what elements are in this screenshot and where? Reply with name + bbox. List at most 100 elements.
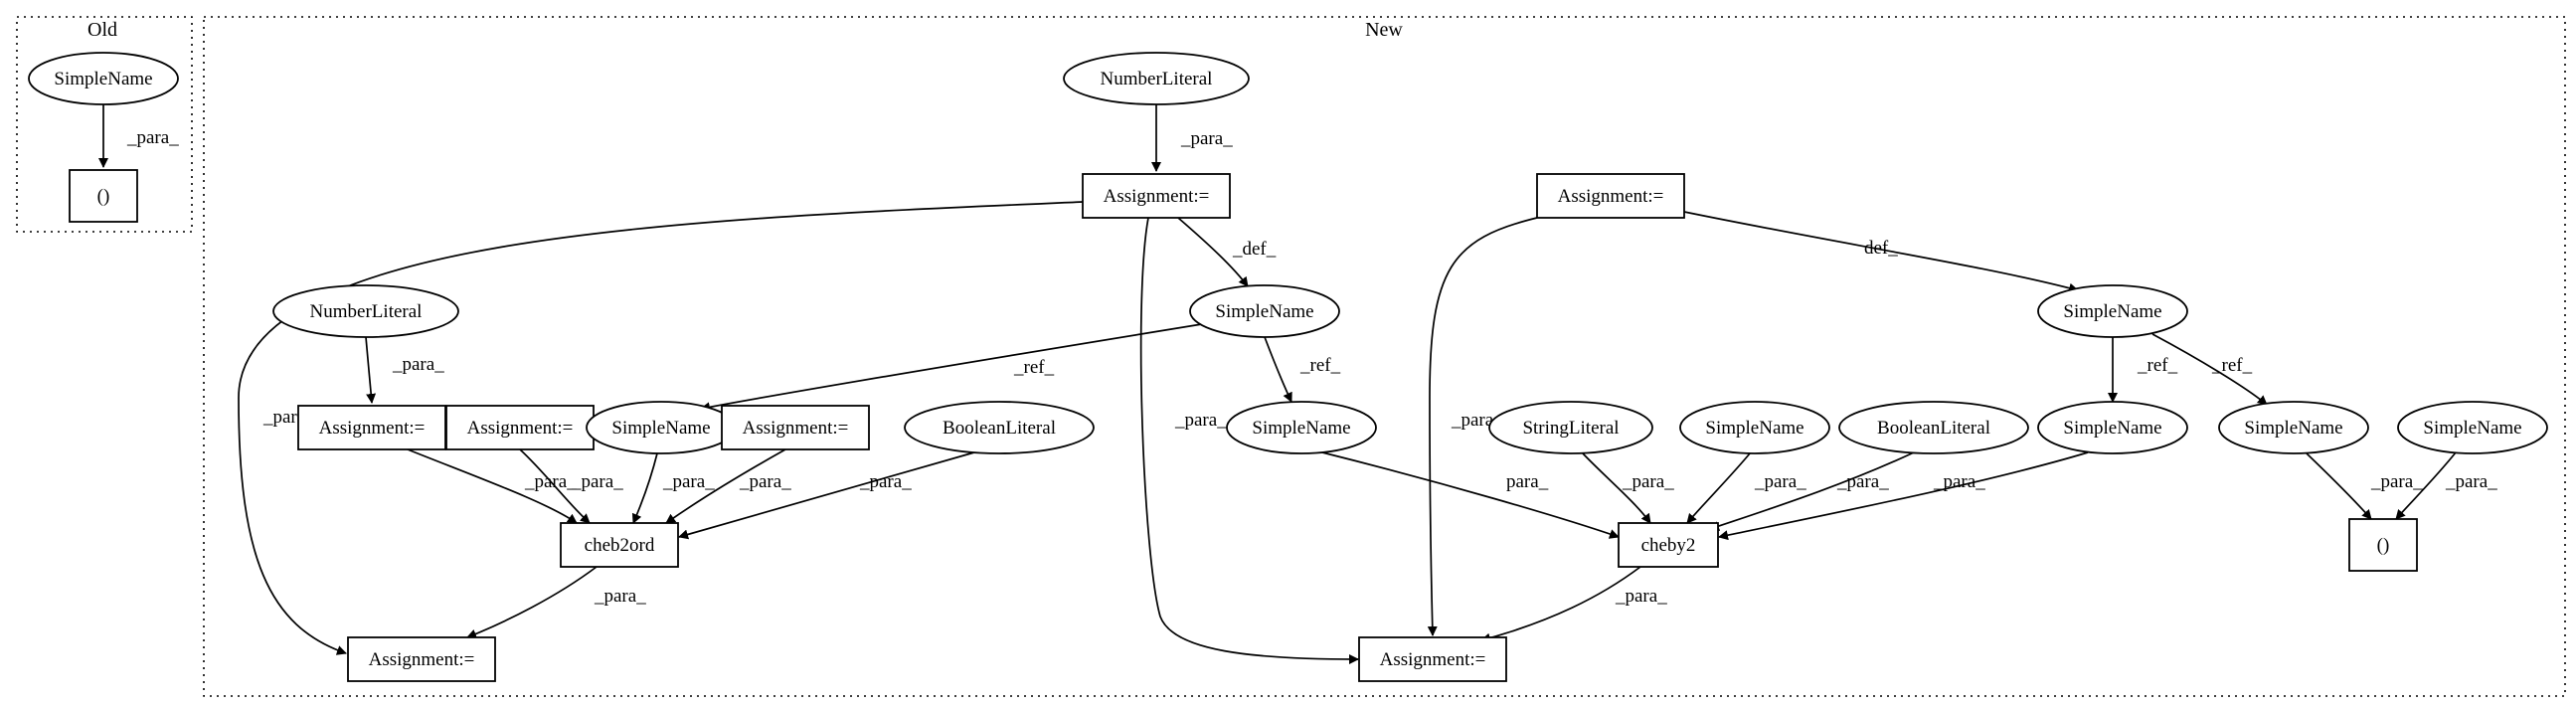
edge-label-cheb2ord-to-asg_bl: _para_ xyxy=(594,586,646,607)
node-bool1: BooleanLiteral xyxy=(904,401,1095,454)
edge-str1-to-cheby2 xyxy=(1582,452,1651,524)
node-label-n_paren: () xyxy=(2377,535,2390,556)
edge-sn_f-to-cheby2 xyxy=(1686,452,1751,524)
edge-label-bool2-to-cheby2: _para_ xyxy=(1836,471,1889,492)
edge-label-sn_c-to-cheb2ord: _para_ xyxy=(662,471,715,492)
edge-label-asg_b-to-cheb2ord: _para_ xyxy=(571,471,623,492)
node-o_sn: SimpleName xyxy=(28,52,179,105)
edge-cheby2-to-asg_bm xyxy=(1480,566,1641,643)
edge-asg_top-to-sn_mid xyxy=(1177,217,1249,287)
node-asg_bm: Assignment:= xyxy=(1358,636,1507,682)
node-shape-str1 xyxy=(1488,401,1653,454)
node-label-nl1: NumberLiteral xyxy=(1101,69,1213,89)
edge-label-sn_mid-to-sn_e: _ref_ xyxy=(1299,355,1341,376)
edge-sn_c-to-cheb2ord xyxy=(631,452,658,524)
edge-asg_b-to-cheb2ord xyxy=(519,448,591,524)
edge-cheb2ord-to-asg_bl xyxy=(466,566,598,639)
node-shape-o_sn xyxy=(28,52,179,105)
node-shape-cheby2 xyxy=(1618,522,1719,568)
node-sn_h: SimpleName xyxy=(2218,401,2369,454)
node-sn_i: SimpleName xyxy=(2397,401,2548,454)
edge-sn_h-to-n_paren xyxy=(2306,452,2372,520)
edge-asg_top-to-asg_bm xyxy=(1139,217,1359,664)
node-sn_mid: SimpleName xyxy=(1189,284,1340,338)
edge-asg_r-to-asg_bm xyxy=(1427,217,1538,636)
node-cheby2: cheby2 xyxy=(1618,522,1719,568)
edge-bool1-to-cheb2ord xyxy=(678,451,975,540)
node-shape-sn_g xyxy=(2037,401,2188,454)
node-shape-bool1 xyxy=(904,401,1095,454)
node-label-asg_b: Assignment:= xyxy=(467,418,574,439)
node-asg_top: Assignment:= xyxy=(1082,173,1231,219)
node-shape-asg_d xyxy=(721,405,870,450)
node-label-asg_d: Assignment:= xyxy=(743,418,849,439)
node-shape-asg_b xyxy=(445,405,595,450)
node-asg_a: Assignment:= xyxy=(297,405,446,450)
node-shape-sn_mid xyxy=(1189,284,1340,338)
node-shape-asg_r xyxy=(1536,173,1685,219)
edge-label-asg_d-to-cheb2ord: _para_ xyxy=(739,471,791,492)
node-label-asg_a: Assignment:= xyxy=(319,418,426,439)
node-shape-asg_bm xyxy=(1358,636,1507,682)
node-shape-sn_i xyxy=(2397,401,2548,454)
node-label-bool1: BooleanLiteral xyxy=(943,418,1056,439)
node-label-bool2: BooleanLiteral xyxy=(1877,418,1990,439)
edge-sn_i-to-n_paren xyxy=(2395,451,2457,520)
edge-label-asg_r-to-sn_right: def_ xyxy=(1864,238,1898,259)
node-label-cheby2: cheby2 xyxy=(1641,535,1696,556)
edge-label-cheby2-to-asg_bm: _para_ xyxy=(1615,586,1667,607)
edge-label-asg_top-to-asg_bm: _para_ xyxy=(1174,410,1227,431)
cluster-new xyxy=(203,16,2566,697)
node-shape-sn_e xyxy=(1226,401,1377,454)
node-shape-nl1 xyxy=(1063,52,1250,105)
edge-label-sn_e-to-cheby2: para_ xyxy=(1506,471,1549,492)
node-sn_f: SimpleName xyxy=(1679,401,1830,454)
node-str1: StringLiteral xyxy=(1488,401,1653,454)
edge-asg_a-to-cheb2ord xyxy=(407,448,578,524)
node-shape-asg_top xyxy=(1082,173,1231,219)
node-asg_r: Assignment:= xyxy=(1536,173,1685,219)
node-shape-cheb2ord xyxy=(560,522,679,568)
node-n_paren: () xyxy=(2348,518,2418,572)
edge-sn_mid-to-sn_c xyxy=(700,322,1209,413)
node-label-cheb2ord: cheb2ord xyxy=(585,535,655,556)
edge-label-nl1-to-asg_top: _para_ xyxy=(1180,128,1233,149)
node-label-sn_e: SimpleName xyxy=(1252,418,1350,439)
node-asg_b: Assignment:= xyxy=(445,405,595,450)
node-label-o_sn: SimpleName xyxy=(54,69,152,89)
node-shape-sn_h xyxy=(2218,401,2369,454)
node-bool2: BooleanLiteral xyxy=(1838,401,2029,454)
node-cheb2ord: cheb2ord xyxy=(560,522,679,568)
node-asg_bl: Assignment:= xyxy=(347,636,496,682)
edge-label-sn_i-to-n_paren: _para_ xyxy=(2445,471,2497,492)
node-shape-o_paren xyxy=(69,169,138,223)
node-asg_d: Assignment:= xyxy=(721,405,870,450)
node-shape-asg_bl xyxy=(347,636,496,682)
node-shape-n_paren xyxy=(2348,518,2418,572)
node-label-sn_right: SimpleName xyxy=(2063,301,2161,322)
node-shape-sn_right xyxy=(2037,284,2188,338)
node-sn_g: SimpleName xyxy=(2037,401,2188,454)
node-shape-asg_a xyxy=(297,405,446,450)
node-label-sn_h: SimpleName xyxy=(2244,418,2342,439)
node-label-o_paren: () xyxy=(97,186,110,207)
node-o_paren: () xyxy=(69,169,138,223)
node-shape-sn_f xyxy=(1679,401,1830,454)
node-shape-nl2 xyxy=(272,284,459,338)
node-nl1: NumberLiteral xyxy=(1063,52,1250,105)
node-sn_e: SimpleName xyxy=(1226,401,1377,454)
node-label-sn_i: SimpleName xyxy=(2423,418,2521,439)
node-label-asg_bm: Assignment:= xyxy=(1380,649,1486,670)
edge-label-sn_right-to-sn_g: _ref_ xyxy=(2137,355,2178,376)
edge-asg_r-to-sn_right xyxy=(1683,211,2079,293)
edge-label-sn_f-to-cheby2: _para_ xyxy=(1754,471,1806,492)
edge-label-sn_h-to-n_paren: _para_ xyxy=(2370,471,2423,492)
node-shape-bool2 xyxy=(1838,401,2029,454)
edge-bool2-to-cheby2 xyxy=(1709,451,1915,531)
edge-label-sn_right-to-sn_h: _ref_ xyxy=(2211,355,2253,376)
edge-label-nl2-to-asg_a: _para_ xyxy=(392,354,444,375)
node-sn_right: SimpleName xyxy=(2037,284,2188,338)
node-sn_c: SimpleName xyxy=(586,401,737,454)
edge-nl2-to-asg_a xyxy=(365,336,377,404)
